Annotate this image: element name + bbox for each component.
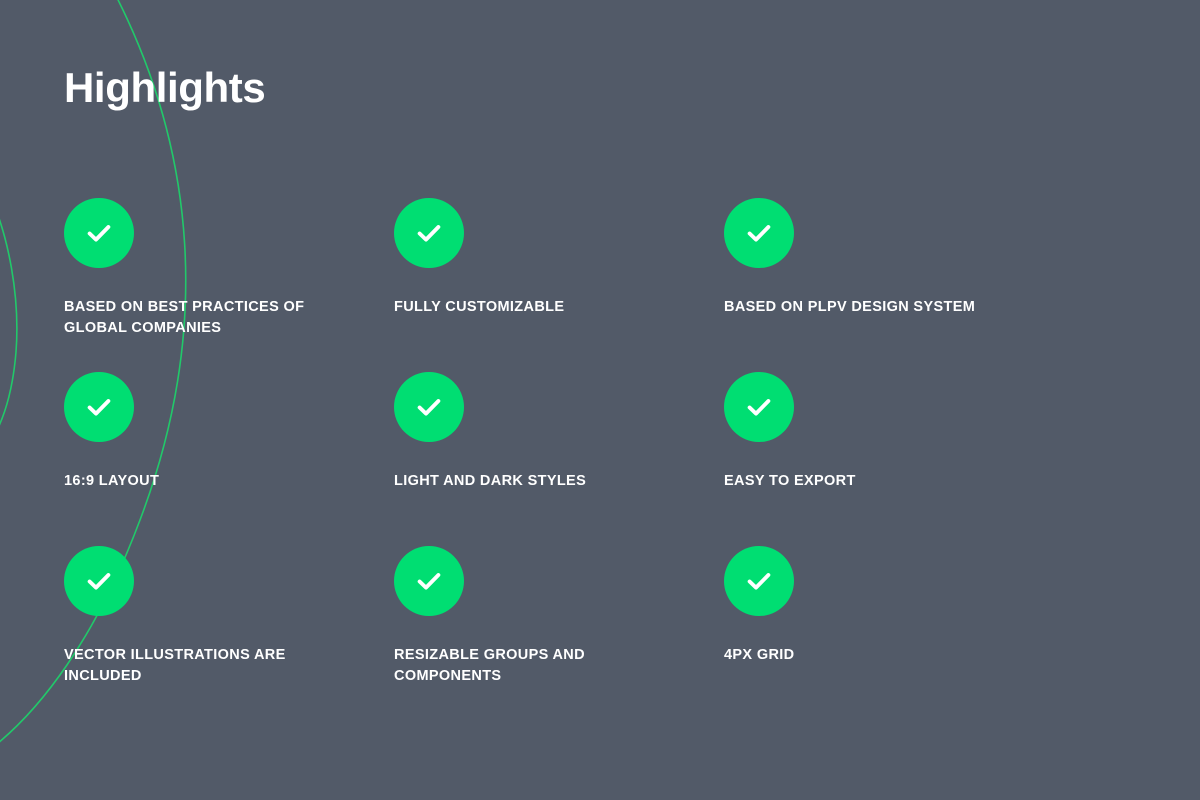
decorative-arc-inner (0, 218, 18, 426)
highlight-label: 16:9 layout (64, 473, 160, 489)
highlight-label: Fully customizable (394, 299, 565, 315)
highlight-item: Light and dark styles (394, 372, 694, 546)
highlight-item: 4px grid (724, 546, 1024, 720)
highlight-item: 16:9 layout (64, 372, 364, 546)
highlight-label: Light and dark styles (394, 473, 587, 489)
check-icon (87, 399, 111, 416)
check-badge (394, 372, 464, 442)
highlight-label: Easy to export (724, 473, 856, 489)
highlight-item: Based on PLPV design system (724, 198, 1024, 372)
check-icon (417, 399, 441, 416)
highlight-item: Fully customizable (394, 198, 694, 372)
check-badge (64, 546, 134, 616)
highlight-item: Based on best practices of global compan… (64, 198, 364, 372)
highlights-grid: Based on best practices of global compan… (64, 198, 1124, 720)
check-badge (394, 546, 464, 616)
check-icon (87, 225, 111, 242)
check-badge (64, 198, 134, 268)
check-icon (747, 225, 771, 242)
check-badge (64, 372, 134, 442)
highlight-label: Based on PLPV design system (724, 299, 976, 315)
check-badge (724, 198, 794, 268)
page-title: Highlights (64, 64, 266, 111)
check-badge (724, 372, 794, 442)
highlight-label: 4px grid (724, 647, 795, 663)
highlight-item: Resizable groups and components (394, 546, 694, 720)
check-icon (87, 573, 111, 590)
check-icon (417, 225, 441, 242)
check-icon (747, 399, 771, 416)
highlight-item: Easy to export (724, 372, 1024, 546)
highlight-label: Resizable groups and components (394, 647, 585, 684)
highlight-item: Vector illustrations are included (64, 546, 364, 720)
check-icon (417, 573, 441, 590)
check-badge (394, 198, 464, 268)
highlight-label: Based on best practices of global compan… (64, 299, 305, 336)
highlight-label: Vector illustrations are included (64, 647, 286, 684)
check-badge (724, 546, 794, 616)
check-icon (747, 573, 771, 590)
